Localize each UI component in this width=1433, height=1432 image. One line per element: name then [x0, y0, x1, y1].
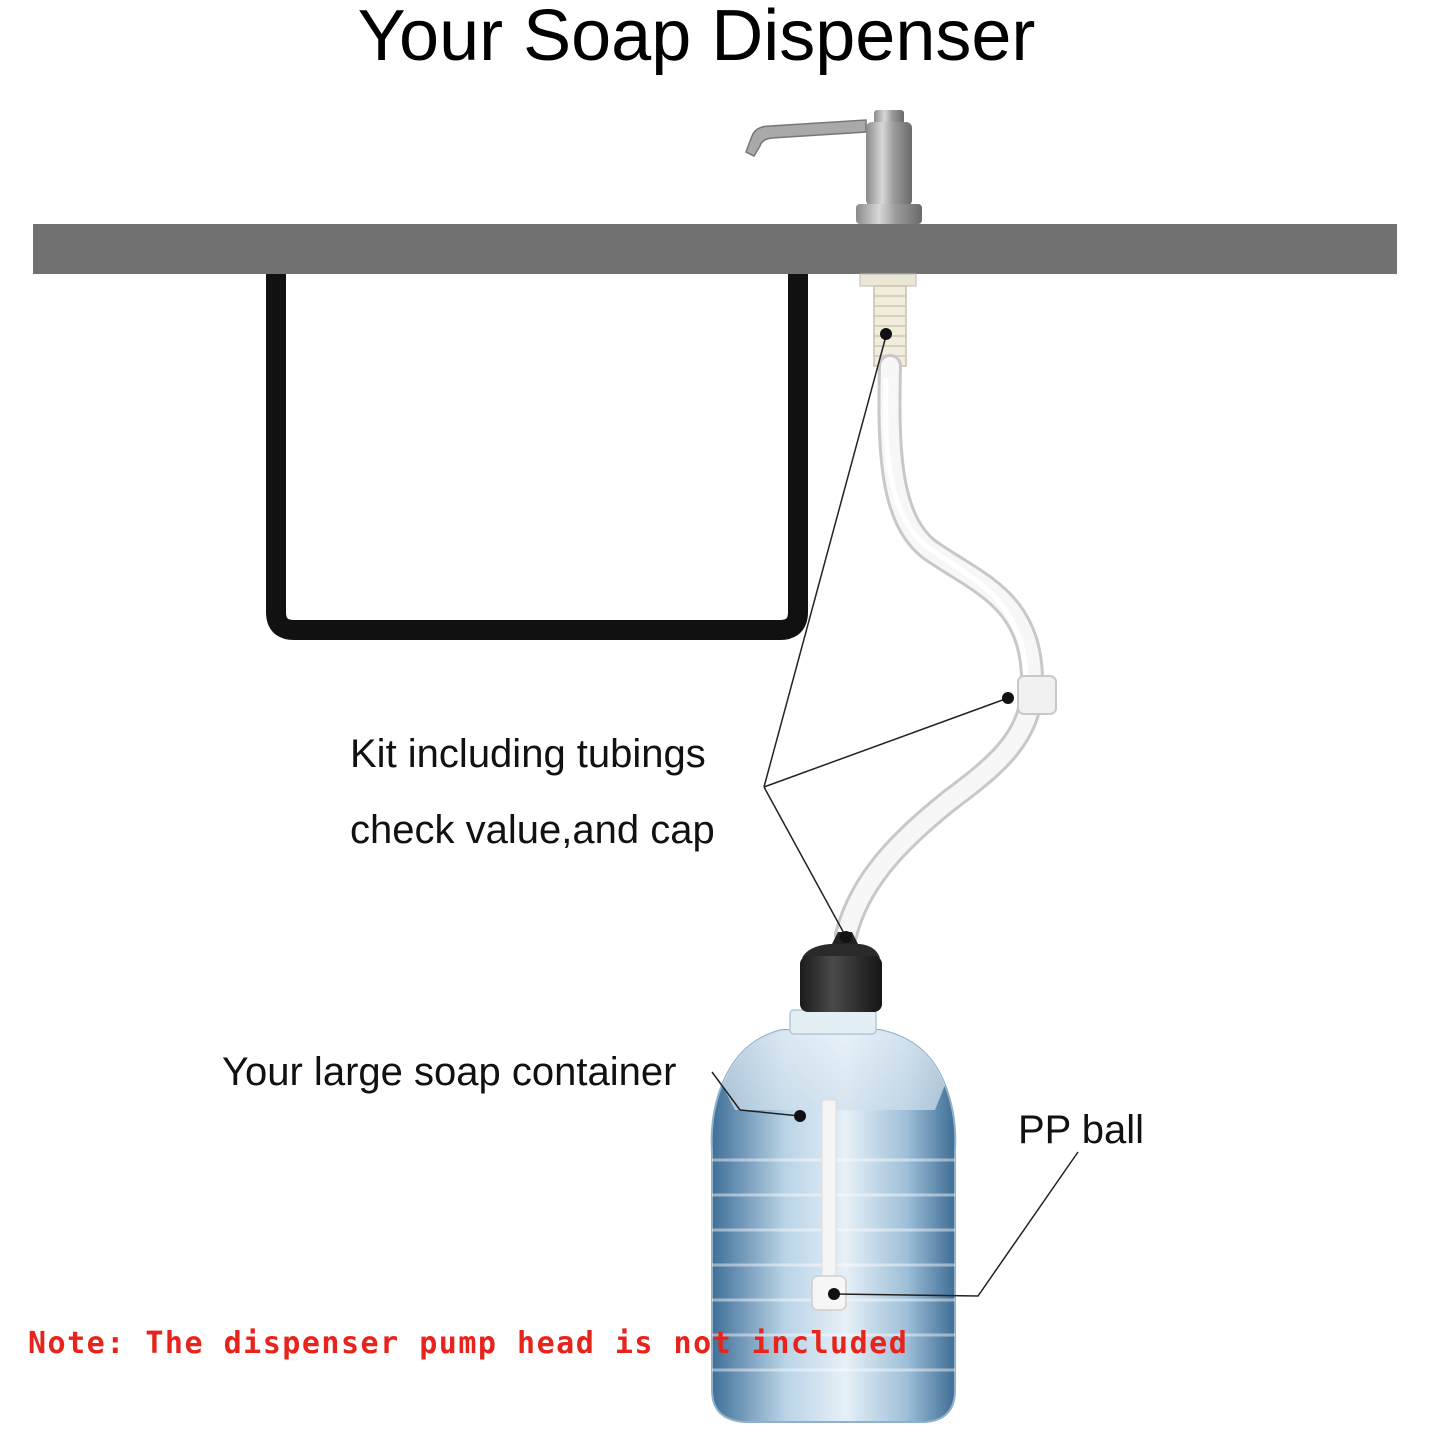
tubing	[834, 354, 1045, 947]
pump-shank	[859, 273, 917, 367]
soap-bottle	[710, 1009, 957, 1423]
pp-ball-label: PP ball	[1018, 1108, 1145, 1152]
leader-dots	[794, 328, 1014, 1300]
kit-label-line1: Kit including tubings	[350, 732, 706, 776]
countertop	[33, 224, 1397, 274]
check-valve	[1017, 675, 1057, 715]
page-title: Your Soap Dispenser	[357, 0, 1036, 76]
container-label: Your large soap container	[222, 1050, 677, 1094]
pump-head	[745, 110, 922, 224]
kit-label-line2: check value,and cap	[350, 808, 715, 852]
sink-basin	[266, 268, 808, 640]
note-text: Note: The dispenser pump head is not inc…	[28, 1326, 909, 1361]
bottle-cap	[800, 932, 882, 1012]
leader-lines	[711, 335, 1079, 1297]
